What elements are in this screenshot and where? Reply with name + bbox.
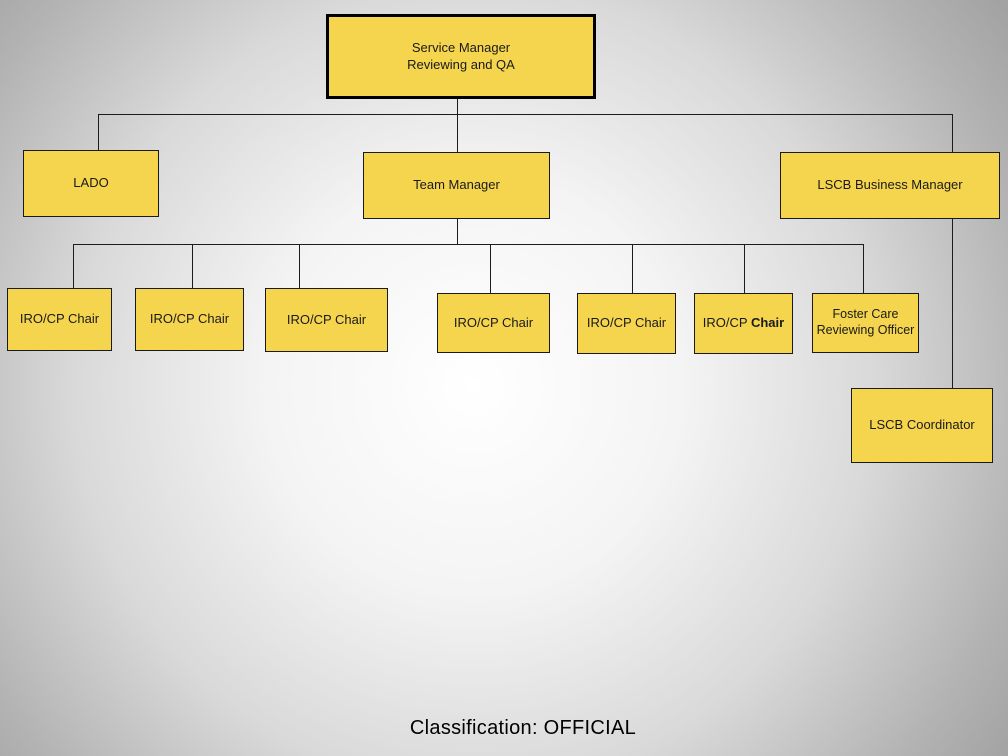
connector-level1-horizontal [98,114,953,115]
node-service-manager: Service Manager Reviewing and QA [326,14,596,99]
connector-drop-lscb-coordinator [952,219,953,388]
node-team-manager-label: Team Manager [413,177,500,193]
node-iro-cp-chair-4: IRO/CP Chair [437,293,550,353]
node-lscb-coordinator: LSCB Coordinator [851,388,993,463]
node-iro-cp-chair-6-prefix: IRO/CP [702,315,751,331]
connector-drop-iro1 [73,244,74,288]
node-lscb-coordinator-label: LSCB Coordinator [869,417,975,433]
node-foster-care-reviewing-officer: Foster Care Reviewing Officer [812,293,919,353]
node-iro-cp-chair-5: IRO/CP Chair [577,293,676,354]
node-foster-care-line2: Reviewing Officer [816,323,915,337]
node-service-manager-line2: Reviewing and QA [407,56,515,72]
node-team-manager: Team Manager [363,152,550,219]
node-lado: LADO [23,150,159,217]
node-iro-cp-chair-2-label: IRO/CP Chair [149,311,230,327]
node-iro-cp-chair-3: IRO/CP Chair [265,288,388,352]
node-iro-cp-chair-6-bold: Chair [750,315,785,331]
connector-drop-foster-care [863,244,864,293]
connector-root-stem [457,99,458,153]
connector-drop-lscb-business-manager [952,114,953,152]
node-iro-cp-chair-3-label: IRO/CP Chair [286,311,367,327]
node-iro-cp-chair-1-label: IRO/CP Chair [19,311,100,327]
connector-drop-iro4 [490,244,491,293]
connector-level2-horizontal [73,244,864,245]
connector-team-manager-stem [457,219,458,244]
connector-drop-lado [98,114,99,150]
node-iro-cp-chair-6-label: IRO/CP Chair [703,315,784,331]
node-lscb-business-manager-label: LSCB Business Manager [817,177,963,193]
node-lscb-business-manager: LSCB Business Manager [780,152,1000,219]
connector-drop-iro5 [632,244,633,293]
connector-drop-iro3 [299,244,300,288]
node-iro-cp-chair-4-label: IRO/CP Chair [453,314,534,330]
node-lado-label: LADO [73,175,109,191]
node-service-manager-line1: Service Manager [411,40,511,56]
node-iro-cp-chair-2: IRO/CP Chair [135,288,244,351]
connector-drop-iro2 [192,244,193,288]
classification-label: Classification: OFFICIAL [409,717,637,739]
node-iro-cp-chair-6: IRO/CP Chair [694,293,793,354]
node-foster-care-line1: Foster Care [832,307,899,322]
connector-drop-iro6 [744,244,745,293]
node-iro-cp-chair-5-label: IRO/CP Chair [586,315,667,331]
node-iro-cp-chair-1: IRO/CP Chair [7,288,112,351]
